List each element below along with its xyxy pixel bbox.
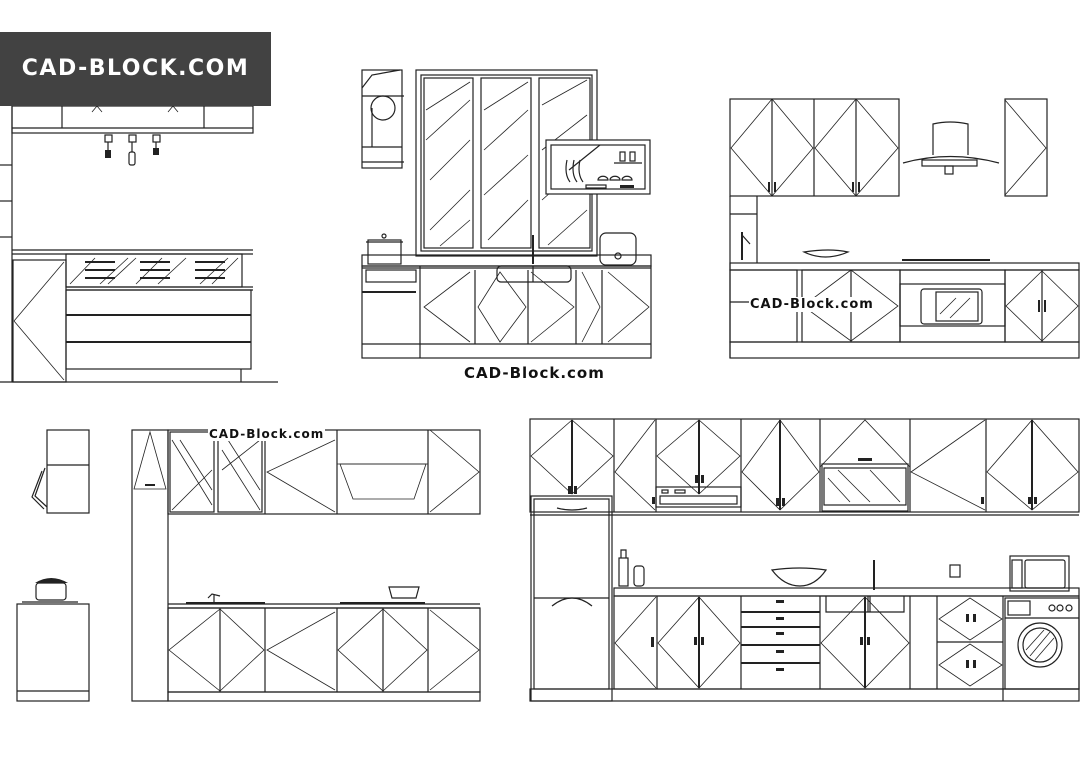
hood-microwave-elevation	[729, 98, 1080, 359]
window-sink-elevation	[361, 69, 652, 359]
watermark-left-bottom: CAD-Block.com	[208, 427, 326, 441]
logo-text: CAD-BLOCK.COM	[21, 56, 250, 81]
l-shaped-elevation	[131, 429, 481, 702]
side-elevation-island	[0, 105, 278, 383]
watermark-center: CAD-Block.com	[464, 364, 605, 382]
full-wall-elevation	[529, 418, 1080, 702]
watermark-right: CAD-Block.com	[749, 297, 875, 312]
logo-banner	[0, 32, 271, 106]
side-elevation-small	[16, 429, 90, 702]
